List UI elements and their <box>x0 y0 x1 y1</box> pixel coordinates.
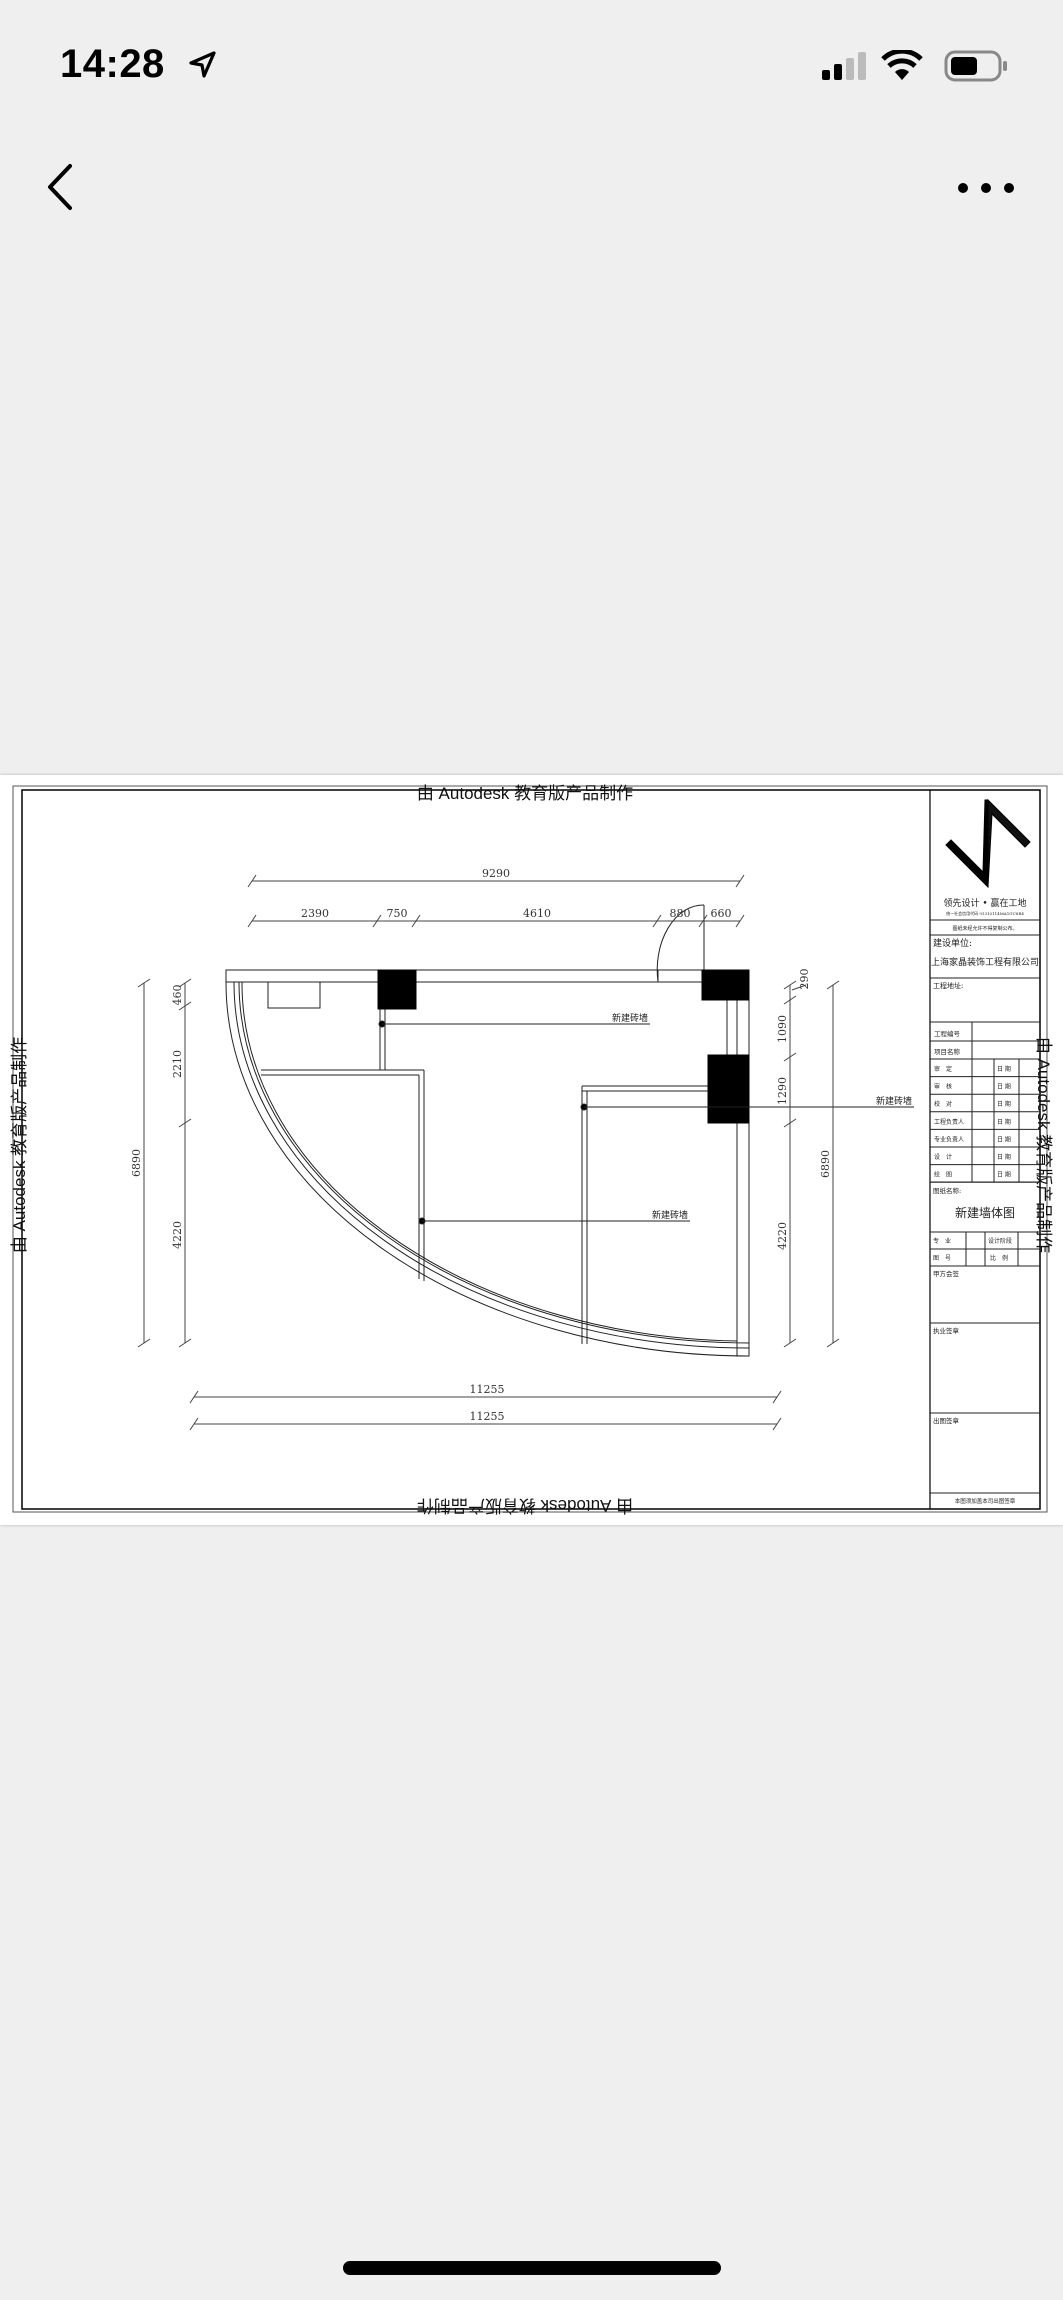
dim-label: 11255 <box>470 1410 505 1423</box>
dim-label: 1090 <box>776 1015 789 1043</box>
more-options-button[interactable] <box>955 170 1017 206</box>
dim-label: 880 <box>670 907 691 920</box>
scale-label: 比 例 <box>990 1254 1008 1262</box>
cad-drawing-preview[interactable]: 由 Autodesk 教育版产品制作 由 Autodesk 教育版产品制作 由 … <box>0 775 1063 1525</box>
watermark-top: 由 Autodesk 教育版产品制作 <box>417 784 633 803</box>
cellular-signal-icon <box>822 52 866 80</box>
discipline-label: 专 业 <box>933 1237 951 1245</box>
title-block-footer: 本图须加盖本司出图签章 <box>955 1497 1016 1505</box>
watermark-left: 由 Autodesk 教育版产品制作 <box>10 1037 29 1253</box>
client-label: 建设单位: <box>933 937 972 949</box>
chevron-left-icon <box>48 164 72 210</box>
dim-label: 660 <box>711 907 732 920</box>
home-indicator[interactable] <box>343 2261 721 2275</box>
date-label: 日 期 <box>997 1083 1011 1091</box>
clock: 14:28 <box>60 42 165 86</box>
dim-label: 2210 <box>171 1050 184 1078</box>
approval-role: 工程负责人 <box>934 1118 964 1126</box>
date-label: 日 期 <box>997 1118 1011 1126</box>
approval-role: 校 对 <box>934 1100 952 1108</box>
dimensions-right: 290 1090 1290 4220 6890 <box>776 969 840 1348</box>
approval-role: 审 定 <box>934 1065 952 1073</box>
license-seal-label: 执业签章 <box>933 1326 960 1335</box>
slogan-sub: 统一社会信用代码 91310114MA1GU8R4 <box>946 910 1024 916</box>
dim-label: 290 <box>798 969 811 990</box>
dim-label: 9290 <box>482 867 510 880</box>
project-name-label: 项目名称 <box>934 1047 961 1056</box>
watermark-bottom: 由 Autodesk 教育版产品制作 <box>417 1496 633 1515</box>
dimensions-bottom: 11255 11255 <box>189 1383 782 1431</box>
design-stage-label: 设计阶段 <box>988 1237 1012 1245</box>
dim-label: 4220 <box>776 1222 789 1250</box>
location-arrow-icon <box>189 51 216 78</box>
ellipsis-icon <box>958 183 1014 193</box>
columns <box>377 969 750 1124</box>
date-label: 日 期 <box>997 1171 1011 1179</box>
company-logo <box>945 798 1031 889</box>
issue-seal-label: 出图签章 <box>933 1416 960 1425</box>
date-label: 日 期 <box>997 1100 1011 1108</box>
approval-role: 绘 图 <box>934 1171 952 1179</box>
dim-label: 460 <box>171 985 184 1006</box>
dim-label: 11255 <box>470 1383 505 1396</box>
drawing-name: 新建墙体图 <box>955 1205 1015 1220</box>
dimensions-top: 9290 2390 750 4610 880 660 <box>247 867 745 928</box>
date-label: 日 期 <box>997 1065 1011 1073</box>
walls <box>225 904 750 1357</box>
dim-label: 1290 <box>776 1077 789 1105</box>
wall-label: 新建砖墙 <box>612 1012 648 1024</box>
back-button[interactable] <box>40 160 84 216</box>
slogan: 领先设计 • 赢在工地 <box>943 897 1026 909</box>
dim-label: 2390 <box>301 907 329 920</box>
title-block: 领先设计 • 赢在工地 统一社会信用代码 91310114MA1GU8R4 图纸… <box>930 798 1040 1505</box>
approval-role: 专业负责人 <box>934 1135 964 1143</box>
project-no-label: 工程编号 <box>934 1029 961 1038</box>
dim-label: 4610 <box>523 907 551 920</box>
watermark-right: 由 Autodesk 教育版产品制作 <box>1034 1037 1053 1253</box>
floor-plan-drawing: 由 Autodesk 教育版产品制作 由 Autodesk 教育版产品制作 由 … <box>10 784 1053 1515</box>
battery-icon <box>944 50 1007 82</box>
wall-annotations: 新建砖墙 新建砖墙 新建砖墙 <box>378 1012 914 1225</box>
drawing-name-label: 图纸名称: <box>933 1186 961 1195</box>
dimensions-left: 6890 460 2210 4220 <box>130 978 192 1348</box>
wall-label: 新建砖墙 <box>876 1095 912 1107</box>
address-label: 工程地址: <box>933 981 963 990</box>
notice: 图纸未经允许不得复制公布。 <box>952 925 1017 932</box>
client-sign-label: 甲方会签 <box>933 1269 960 1278</box>
date-label: 日 期 <box>997 1153 1011 1161</box>
approval-role: 审 核 <box>934 1083 952 1091</box>
wifi-icon <box>881 50 923 80</box>
dim-label: 6890 <box>819 1150 832 1178</box>
dim-label: 750 <box>387 907 408 920</box>
wall-label: 新建砖墙 <box>652 1209 688 1221</box>
approval-role: 设 计 <box>934 1153 952 1161</box>
client-name: 上海家晶装饰工程有限公司 <box>931 956 1039 968</box>
drawing-no-label: 图 号 <box>933 1255 951 1262</box>
dim-label: 6890 <box>130 1149 143 1177</box>
dim-label: 4220 <box>171 1221 184 1249</box>
date-label: 日 期 <box>997 1135 1011 1143</box>
status-bar: 14:28 <box>0 0 1063 130</box>
